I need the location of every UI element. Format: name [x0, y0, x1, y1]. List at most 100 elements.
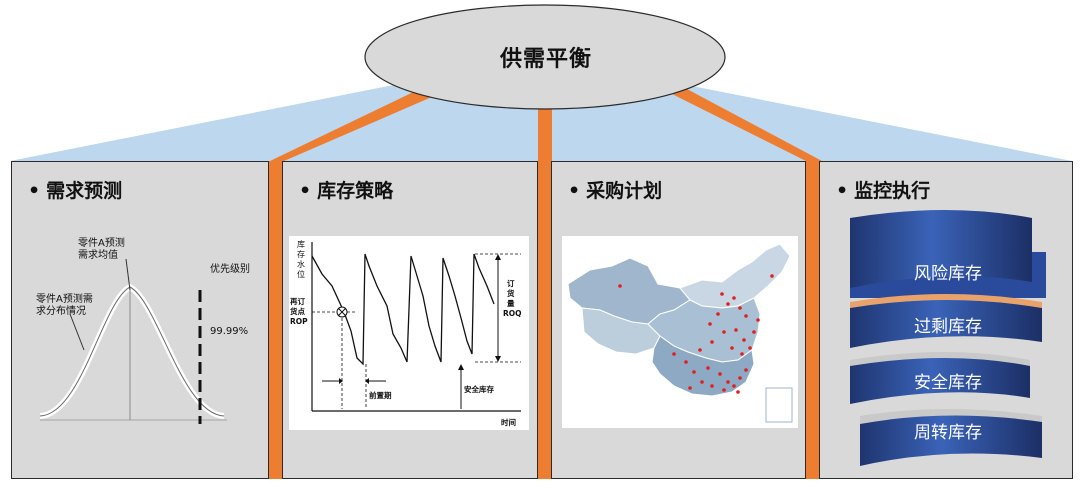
sawtooth-line — [311, 253, 495, 366]
y-axis-label-4: 位 — [297, 269, 305, 279]
drum-label-risk: 风险库存 — [914, 264, 982, 284]
label-dist-line2: 求分布情况 — [36, 304, 86, 317]
y-axis-label-3: 水 — [297, 259, 305, 269]
supplier-dot — [710, 384, 714, 388]
y-axis-label-2: 存 — [297, 249, 305, 259]
panel-title-text: 需求预测 — [46, 180, 123, 202]
safety-stock-label: 安全库存 — [464, 384, 494, 394]
supplier-dot — [738, 306, 742, 310]
supplier-dot — [708, 322, 712, 326]
supplier-dot — [618, 284, 622, 288]
panel-title: •库存策略 — [299, 176, 393, 203]
supplier-dot — [698, 348, 702, 352]
supplier-dot — [734, 328, 738, 332]
roq-label-1: 订 — [507, 278, 515, 288]
lead-time-label: 前置期 — [369, 390, 392, 400]
supplier-dot — [722, 388, 726, 392]
panel-inventory-strategy: •库存策略 — [282, 161, 538, 479]
drum-4-ring — [860, 409, 1042, 424]
label-mean-line1: 零件A预测 — [78, 236, 125, 249]
panel-title-text: 库存策略 — [317, 180, 394, 202]
supplier-dot — [744, 368, 748, 372]
rop-marker-x2 — [338, 308, 346, 316]
supplier-dot — [744, 314, 748, 318]
panel-monitoring-execution: •监控执行 风险库存 过剩库存 安全库存 — [819, 161, 1073, 479]
supplier-dot — [730, 346, 734, 350]
roq-label-4: ROQ — [503, 309, 522, 318]
bullet: • — [28, 180, 41, 202]
safety-arrowhead — [458, 364, 464, 370]
supplier-dot — [722, 330, 726, 334]
bullet: • — [836, 180, 849, 202]
lead-arrowhead-right — [365, 378, 369, 384]
supplier-dot — [748, 346, 752, 350]
supplier-dot — [752, 330, 756, 334]
roof-beam-right — [656, 80, 822, 161]
dist-pointer — [69, 313, 85, 351]
supplier-dot — [726, 380, 730, 384]
panel-title-text: 采购计划 — [586, 180, 663, 202]
supplier-dot — [692, 370, 696, 374]
panel-title: •监控执行 — [836, 176, 930, 203]
drum-2 — [850, 300, 1042, 348]
rop-label-1: 再订 — [290, 296, 305, 306]
bullet: • — [299, 180, 312, 202]
supplier-dot — [672, 352, 676, 356]
label-dist-line1: 零件A预测需 — [36, 292, 93, 305]
pillar-3 — [806, 161, 819, 479]
panel-title: •采购计划 — [568, 176, 662, 203]
panel-title: •需求预测 — [28, 176, 122, 203]
supplier-dot — [706, 366, 710, 370]
drum-1 — [850, 210, 1032, 288]
bullet: • — [568, 180, 581, 202]
roof-beam-left — [270, 84, 448, 161]
supplier-dot — [740, 352, 744, 356]
inventory-drum-stack — [850, 210, 1046, 466]
inventory-chart-box — [289, 236, 529, 430]
label-percent: 99.99% — [210, 326, 248, 337]
roq-label-2: 货 — [506, 288, 515, 298]
panel-procurement-plan: •采购计划 — [551, 161, 806, 479]
y-axis-label-1: 库 — [297, 239, 305, 249]
china-map — [567, 243, 793, 423]
supplier-dot — [688, 386, 692, 390]
supplier-dot — [710, 340, 714, 344]
supplier-dot — [718, 372, 722, 376]
rop-label-2: 货点 — [289, 306, 305, 316]
roq-arrowhead-top — [495, 254, 501, 260]
drum-4 — [860, 415, 1042, 466]
supplier-dot — [732, 296, 736, 300]
drum-label-excess: 过剩库存 — [914, 317, 982, 337]
supplier-dots — [618, 274, 774, 394]
drum-label-safety: 安全库存 — [914, 373, 982, 393]
supplier-dot — [684, 360, 688, 364]
drum-3 — [850, 358, 1030, 404]
supplier-dot — [736, 390, 740, 394]
panel-demand-forecast: •需求预测 零件A预测 需求均值 零件A预测需 求分布情况 优先级别 99.99… — [11, 161, 269, 479]
supplier-dot — [726, 302, 730, 306]
roof-title: 供需平衡 — [499, 47, 592, 72]
supplier-dot — [756, 318, 760, 322]
supplier-dot — [738, 376, 742, 380]
roof-beam-center — [538, 100, 552, 161]
supplier-dot — [716, 312, 720, 316]
panel-title-text: 监控执行 — [854, 180, 931, 202]
pillar-2 — [538, 161, 551, 479]
roq-label-3: 量 — [507, 298, 515, 308]
supplier-dot — [770, 274, 774, 278]
map-inset — [765, 387, 793, 423]
supplier-dot — [720, 292, 724, 296]
mean-pointer — [125, 258, 131, 291]
pillar-1 — [269, 161, 282, 479]
lead-arrowhead-left — [339, 378, 343, 384]
drum-3-ring — [850, 352, 1030, 366]
supplier-dot — [732, 384, 736, 388]
label-mean-line2: 需求均值 — [78, 248, 118, 261]
roof-ellipse — [364, 4, 726, 110]
drum-label-turnover: 周转库存 — [914, 423, 982, 443]
label-priority: 优先级别 — [210, 262, 250, 275]
forecast-distribution-chart: 零件A预测 需求均值 零件A预测需 求分布情况 优先级别 99.99% — [36, 236, 250, 424]
supplier-dot — [742, 338, 746, 342]
